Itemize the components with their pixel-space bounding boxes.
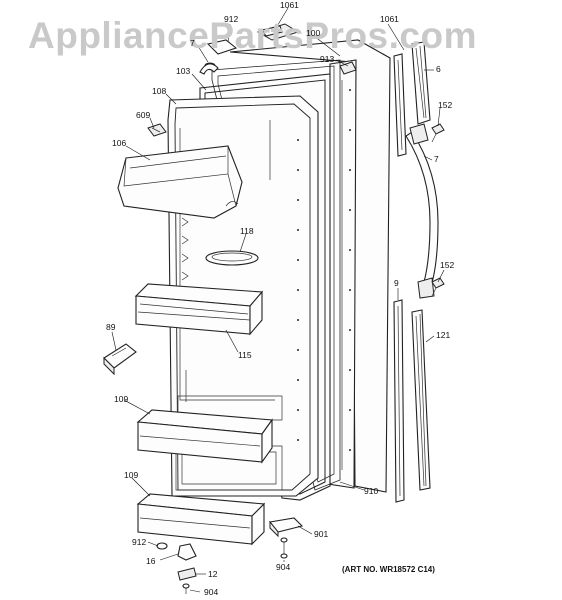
bottom-hinge-bracket (268, 517, 304, 538)
callout-912-top: 912 (224, 14, 238, 24)
callout-103: 103 (176, 66, 190, 76)
dairy-hinge (147, 123, 167, 137)
callout-115: 115 (238, 350, 252, 360)
door-clip (103, 343, 137, 376)
top-cap (339, 61, 357, 75)
callout-100: 100 (306, 28, 320, 38)
handle-trim-lower (411, 309, 431, 491)
callout-89: 89 (106, 322, 116, 332)
callout-912-bottom: 912 (132, 537, 146, 547)
callout-121: 121 (436, 330, 450, 340)
callout-9: 9 (394, 278, 399, 288)
watermark-text: AppliancePartsPros.com (28, 15, 477, 56)
callout-901: 901 (314, 529, 328, 539)
top-hinge (256, 23, 300, 41)
callout-609: 609 (136, 110, 150, 120)
handle-trim-upper (411, 41, 431, 125)
callout-108: 108 (152, 86, 166, 96)
callout-7-handle: 7 (434, 154, 439, 164)
leader-lines (111, 7, 445, 593)
callout-913: 913 (320, 54, 334, 64)
door-shelf-upper (134, 283, 264, 336)
callout-106: 106 (112, 138, 126, 148)
bottom-trim-strip (393, 299, 405, 503)
callout-904-bottom: 904 (204, 587, 218, 597)
callout-16: 16 (146, 556, 156, 566)
door-bin-upper (136, 409, 274, 464)
bottom-screw (280, 537, 288, 559)
callout-12: 12 (208, 569, 218, 579)
art-number: (ART NO. WR18572 C14) (342, 565, 435, 574)
callout-152-upper: 152 (438, 100, 452, 110)
handle-screw-upper (431, 123, 445, 143)
callout-1061-top: 1061 (280, 0, 299, 10)
callout-152-lower: 152 (440, 260, 454, 270)
callout-109-upper: 109 (114, 394, 128, 404)
callout-1061-right: 1061 (380, 14, 399, 24)
callout-6: 6 (436, 64, 441, 74)
callout-904-right: 904 (276, 562, 290, 572)
door-handle (405, 123, 439, 299)
hinge-bushing (199, 39, 238, 75)
door-stop (156, 542, 197, 594)
top-trim-strip (393, 53, 407, 157)
callout-118: 118 (240, 226, 254, 236)
callout-109-lower: 109 (124, 470, 138, 480)
callout-labels: 1061 912 7 100 1061 913 103 6 108 152 60… (106, 0, 454, 597)
callout-7-top: 7 (190, 38, 195, 48)
callout-910: 910 (364, 486, 378, 496)
door-bin-lower (136, 493, 266, 546)
dairy-door (117, 145, 243, 219)
egg-tray (205, 250, 259, 266)
handle-screw-lower (431, 277, 445, 297)
